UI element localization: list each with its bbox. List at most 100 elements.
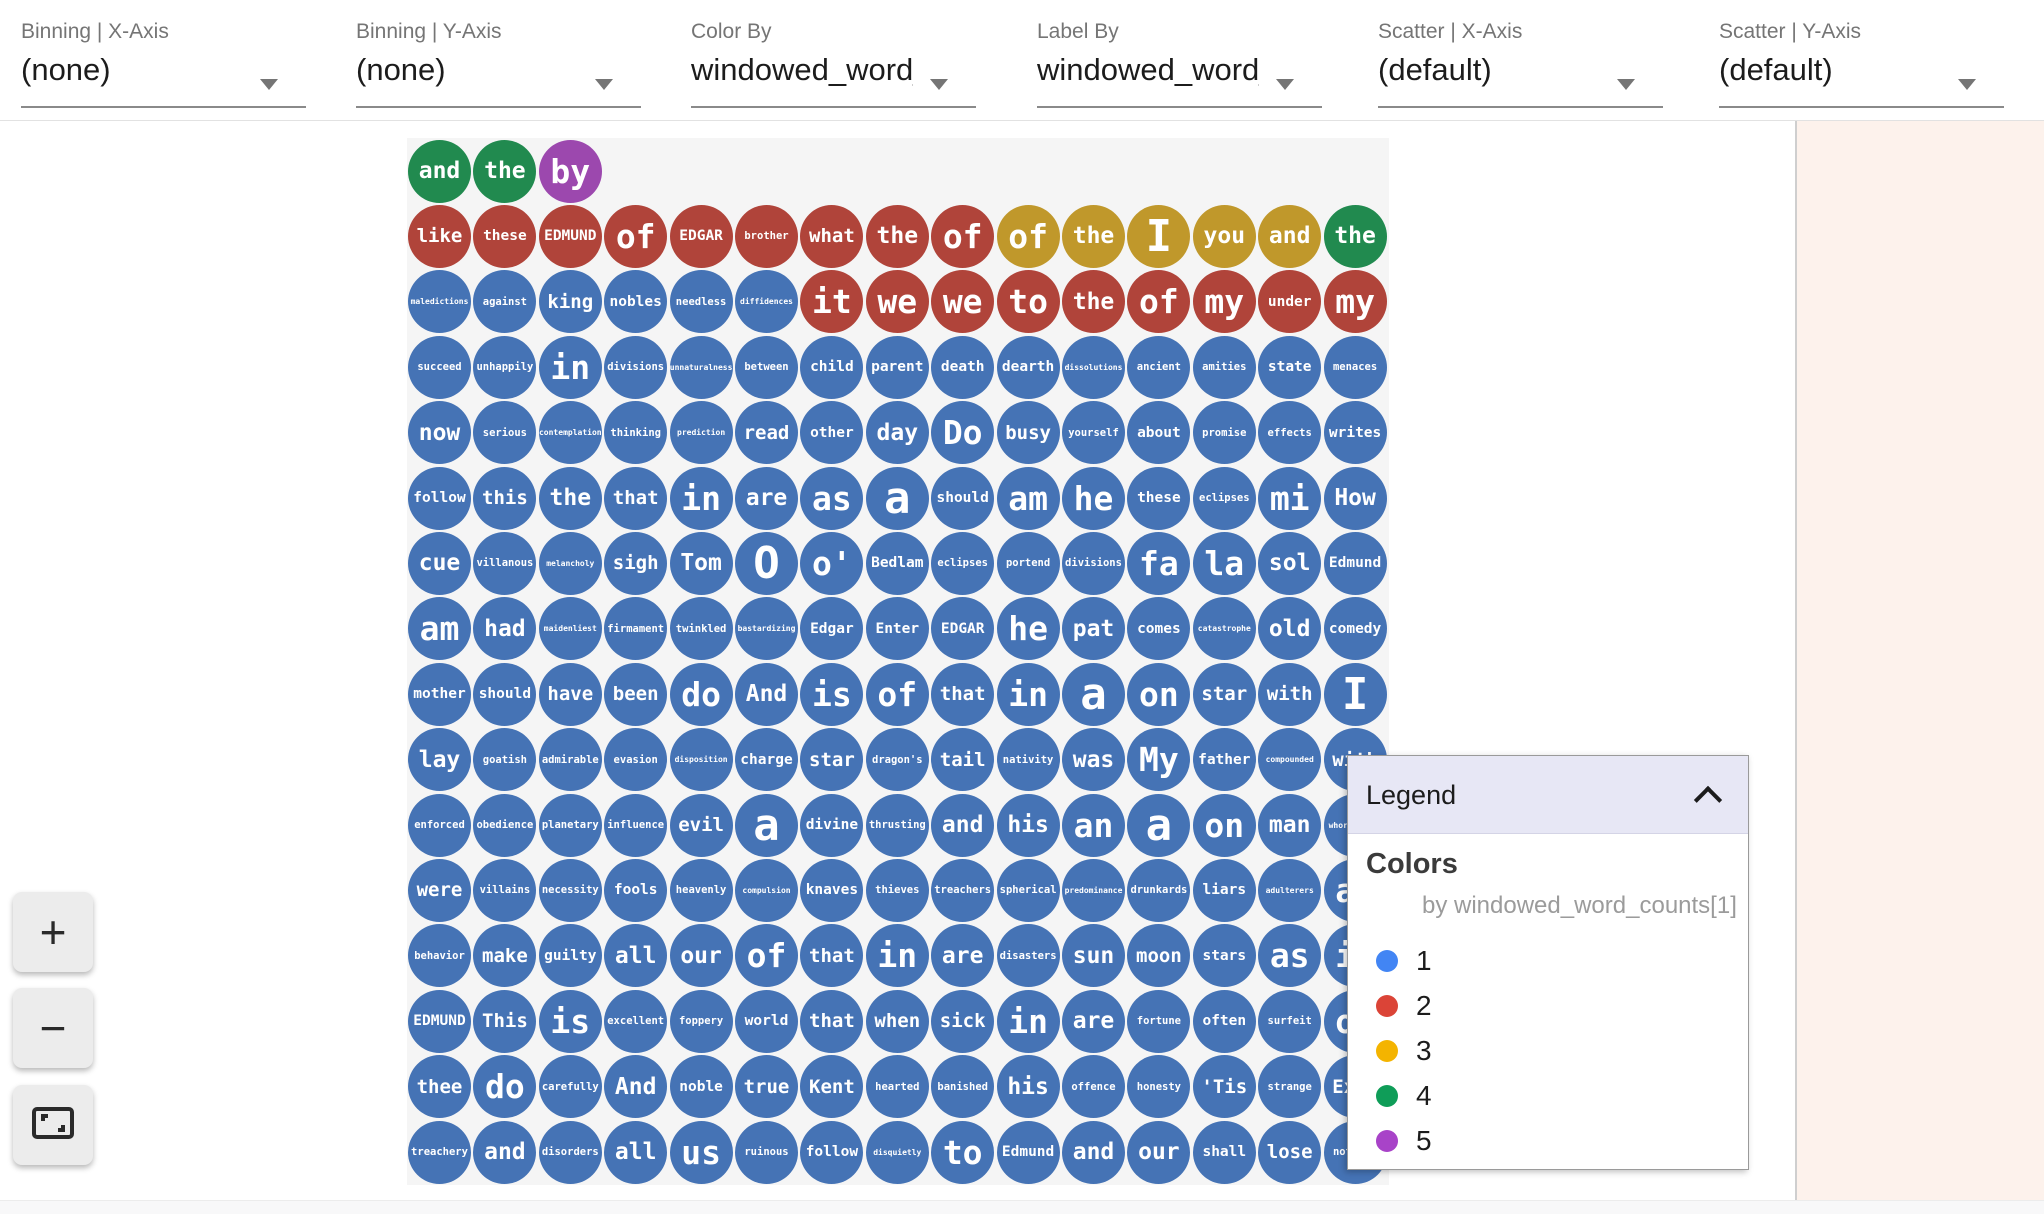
word-circle[interactable]: influence xyxy=(604,793,668,857)
word-circle[interactable]: and xyxy=(1062,1120,1125,1184)
word-circle[interactable]: mother xyxy=(408,662,471,726)
word-circle[interactable]: have xyxy=(538,662,602,726)
word-circle[interactable]: enforced xyxy=(408,793,471,857)
dropdown-value[interactable]: (default) xyxy=(1378,52,1492,87)
word-circle[interactable]: and xyxy=(408,139,471,203)
word-circle[interactable]: old xyxy=(1258,597,1322,661)
word-circle[interactable]: compounded xyxy=(1258,728,1322,792)
dropdown-value[interactable]: windowed_word_c xyxy=(1037,52,1259,87)
word-circle[interactable]: world xyxy=(735,989,798,1053)
word-circle[interactable]: goatish xyxy=(473,728,537,792)
word-circle[interactable]: catastrophe xyxy=(1192,597,1256,661)
word-circle[interactable]: drunkards xyxy=(1127,858,1191,922)
word-circle[interactable]: brother xyxy=(735,204,798,268)
word-circle[interactable]: nobles xyxy=(604,270,668,334)
word-circle[interactable]: and xyxy=(473,1120,537,1184)
dropdown-arrow-icon[interactable] xyxy=(1276,79,1294,90)
word-circle[interactable]: of xyxy=(996,204,1060,268)
word-circle[interactable]: are xyxy=(931,924,995,988)
word-circle[interactable]: firmament xyxy=(604,597,668,661)
word-circle[interactable]: about xyxy=(1127,401,1191,465)
word-circle[interactable]: all xyxy=(604,1120,668,1184)
word-circle[interactable]: Tom xyxy=(669,531,733,595)
word-circle[interactable]: bastardizing xyxy=(735,597,798,661)
word-circle[interactable]: am xyxy=(996,466,1060,530)
word-circle[interactable]: divine xyxy=(800,793,864,857)
word-circle[interactable]: been xyxy=(604,662,668,726)
word-circle[interactable]: sol xyxy=(1258,531,1322,595)
word-circle[interactable]: fa xyxy=(1127,531,1191,595)
word-circle[interactable]: and xyxy=(1258,204,1322,268)
word-circle[interactable]: lay xyxy=(408,728,471,792)
word-circle[interactable]: evil xyxy=(669,793,733,857)
word-circle[interactable]: the xyxy=(1062,270,1125,334)
word-circle[interactable]: yourself xyxy=(1062,401,1125,465)
word-circle[interactable]: twinkled xyxy=(669,597,733,661)
word-circle[interactable]: that xyxy=(604,466,668,530)
word-circle[interactable]: of xyxy=(604,204,668,268)
word-circle[interactable]: all xyxy=(604,924,668,988)
word-circle[interactable]: was xyxy=(1062,728,1125,792)
word-circle[interactable]: compulsion xyxy=(735,858,798,922)
dropdown-arrow-icon[interactable] xyxy=(595,79,613,90)
word-circle[interactable]: eclipses xyxy=(1192,466,1256,530)
zoom-in-button[interactable]: + xyxy=(13,892,93,972)
word-circle[interactable]: day xyxy=(865,401,929,465)
legend-header[interactable]: Legend xyxy=(1348,756,1748,834)
word-circle[interactable]: dragon's xyxy=(865,728,929,792)
word-circle[interactable]: thee xyxy=(408,1055,471,1119)
word-circle[interactable]: thinking xyxy=(604,401,668,465)
word-circle[interactable]: I xyxy=(1323,662,1387,726)
word-circle[interactable]: planetary xyxy=(538,793,602,857)
dropdown-arrow-icon[interactable] xyxy=(1617,79,1635,90)
word-circle[interactable]: writes xyxy=(1323,401,1387,465)
word-circle[interactable]: follow xyxy=(408,466,471,530)
word-circle[interactable]: an xyxy=(1062,793,1125,857)
word-circle[interactable]: the xyxy=(473,139,537,203)
word-circle[interactable]: read xyxy=(735,401,798,465)
word-circle[interactable]: as xyxy=(1258,924,1322,988)
word-circle[interactable]: pat xyxy=(1062,597,1125,661)
word-circle[interactable]: star xyxy=(1192,662,1256,726)
word-circle[interactable]: dissolutions xyxy=(1062,335,1125,399)
zoom-out-button[interactable]: − xyxy=(13,988,93,1068)
word-circle[interactable]: and xyxy=(931,793,995,857)
word-circle[interactable]: charge xyxy=(735,728,798,792)
word-circle[interactable]: of xyxy=(1127,270,1191,334)
word-circle[interactable]: is xyxy=(800,662,864,726)
word-circle[interactable]: banished xyxy=(931,1055,995,1119)
word-circle[interactable]: sun xyxy=(1062,924,1125,988)
word-circle[interactable]: cue xyxy=(408,531,471,595)
word-circle[interactable]: maledictions xyxy=(408,270,471,334)
word-circle[interactable]: effects xyxy=(1258,401,1322,465)
word-circle[interactable]: And xyxy=(735,662,798,726)
dropdown-arrow-icon[interactable] xyxy=(1958,79,1976,90)
word-circle[interactable]: liars xyxy=(1192,858,1256,922)
word-circle[interactable]: serious xyxy=(473,401,537,465)
word-circle[interactable]: true xyxy=(735,1055,798,1119)
word-circle[interactable]: that xyxy=(800,924,864,988)
word-circle[interactable]: make xyxy=(473,924,537,988)
word-circle[interactable]: a xyxy=(865,466,929,530)
word-circle[interactable]: Bedlam xyxy=(865,531,929,595)
word-circle[interactable]: How xyxy=(1323,466,1387,530)
word-circle[interactable]: divisions xyxy=(1062,531,1125,595)
word-circle[interactable]: child xyxy=(800,335,864,399)
word-circle[interactable]: in xyxy=(996,989,1060,1053)
word-circle[interactable]: should xyxy=(931,466,995,530)
word-circle[interactable]: EDMUND xyxy=(408,989,471,1053)
word-circle[interactable]: disasters xyxy=(996,924,1060,988)
word-circle[interactable]: melancholy xyxy=(538,531,602,595)
dropdown-value[interactable]: (none) xyxy=(21,52,111,87)
word-circle[interactable]: to xyxy=(931,1120,995,1184)
word-circle[interactable]: are xyxy=(1062,989,1125,1053)
word-circle[interactable]: villains xyxy=(473,858,537,922)
word-circle[interactable]: that xyxy=(800,989,864,1053)
word-circle[interactable]: do xyxy=(669,662,733,726)
word-circle[interactable]: between xyxy=(735,335,798,399)
word-circle[interactable]: it xyxy=(800,270,864,334)
word-circle[interactable]: EDGAR xyxy=(669,204,733,268)
dropdown-binning-y-axis[interactable]: Binning | Y-Axis(none) xyxy=(356,0,641,108)
word-circle[interactable]: father xyxy=(1192,728,1256,792)
word-circle[interactable]: lose xyxy=(1258,1120,1322,1184)
